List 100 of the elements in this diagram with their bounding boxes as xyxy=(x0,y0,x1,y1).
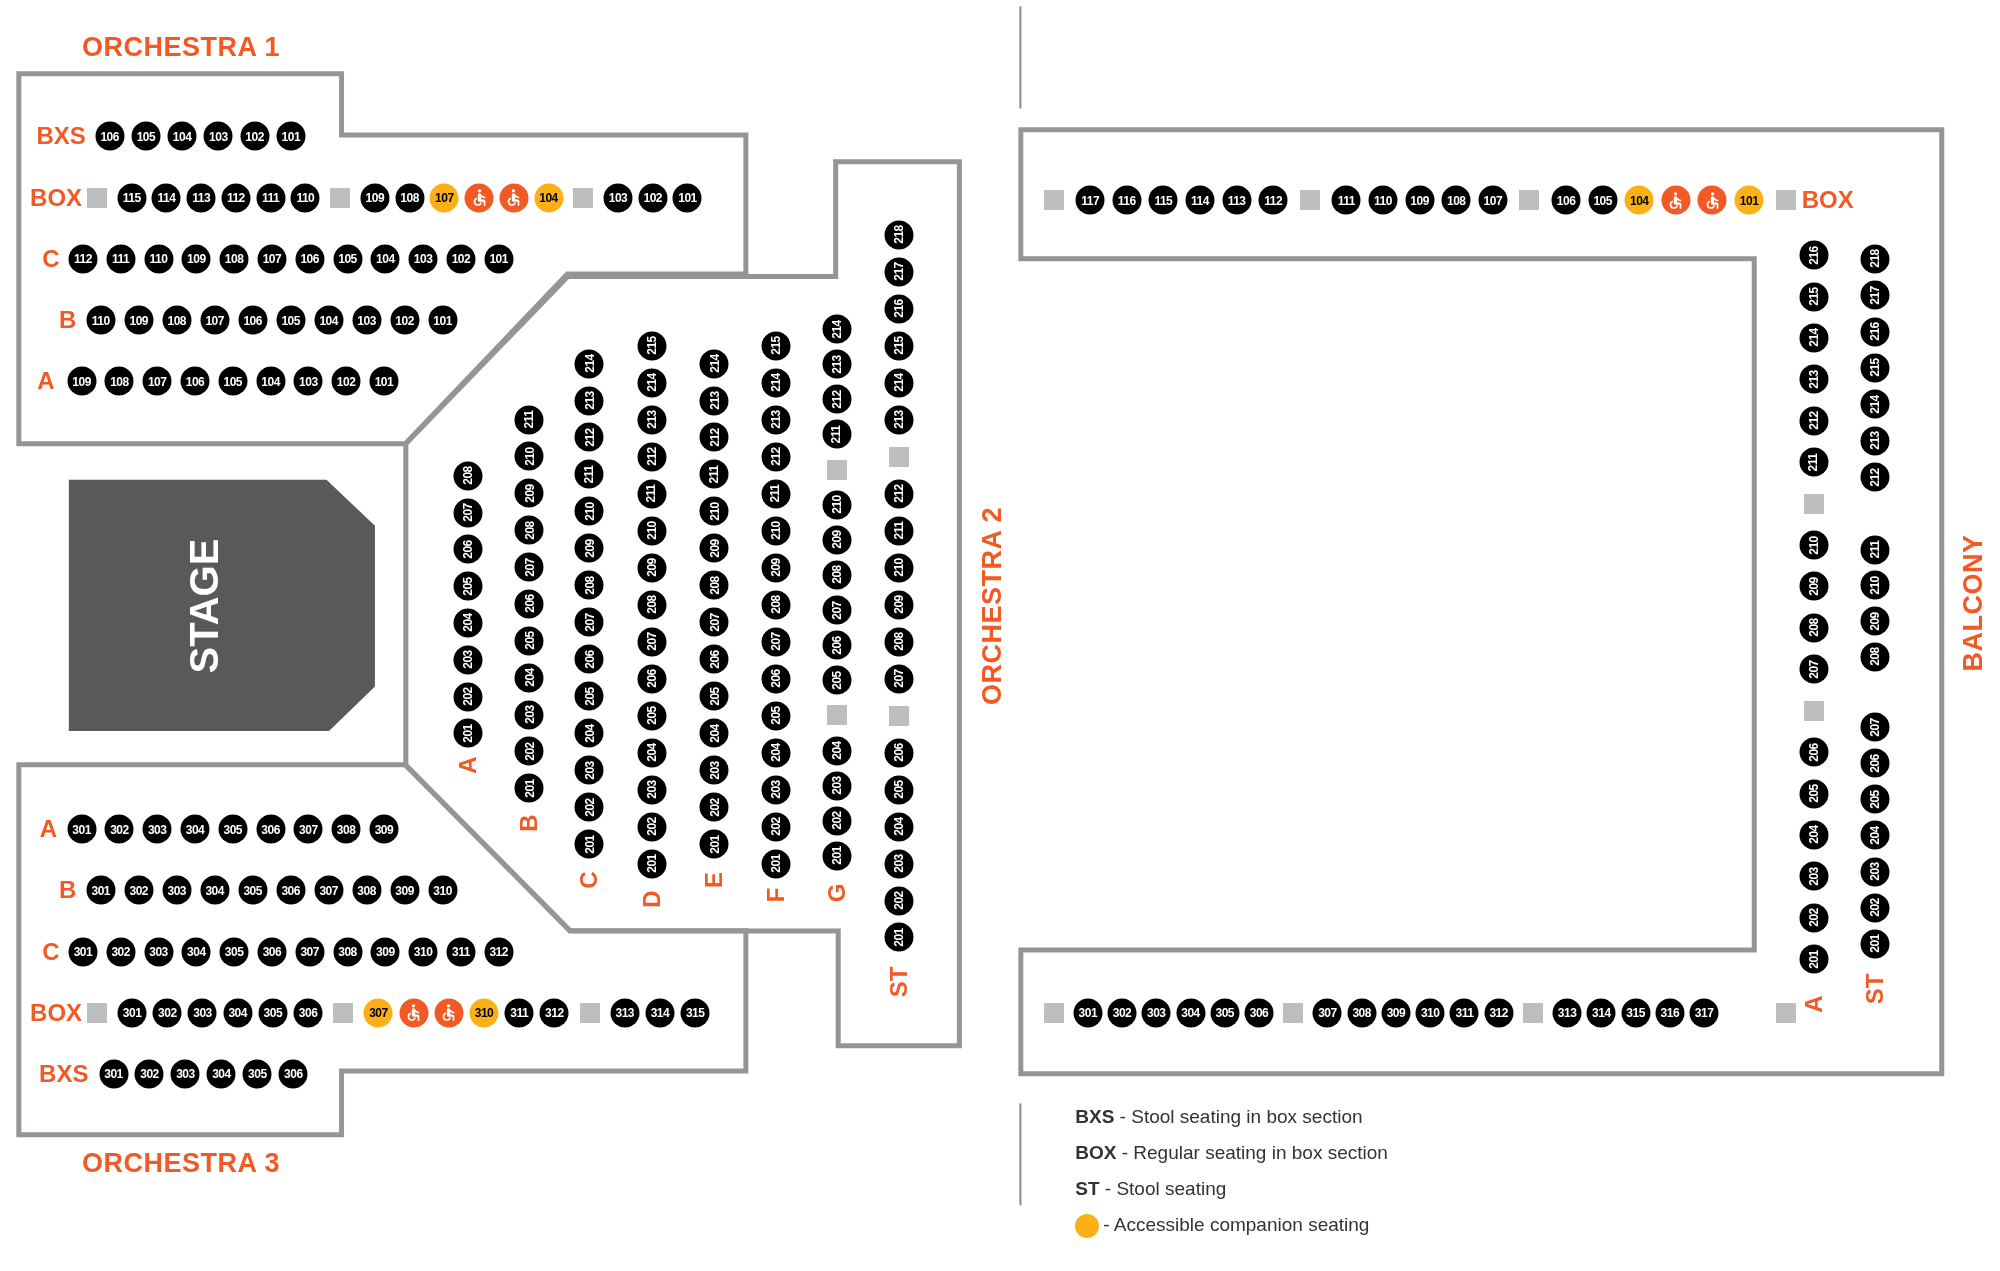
seat-marker: 105 xyxy=(333,244,362,274)
seat-marker: 109 xyxy=(360,183,390,213)
companion-seat: 310 xyxy=(469,998,499,1028)
seat-marker: 301 xyxy=(117,998,147,1028)
seat-marker: 315 xyxy=(1621,998,1651,1028)
seat-marker: 306 xyxy=(293,998,323,1028)
seat-marker: 313 xyxy=(1552,998,1582,1028)
companion-seat: 104 xyxy=(534,183,564,213)
seat-marker: 108 xyxy=(395,183,425,213)
seat-marker: 207 xyxy=(761,627,790,657)
seat-marker: 211 xyxy=(822,419,852,449)
seat-marker: 204 xyxy=(761,738,790,768)
seat-marker: 102 xyxy=(331,366,361,396)
seat-marker: 112 xyxy=(221,183,251,213)
seat-marker: 309 xyxy=(390,875,420,905)
seat-marker: 216 xyxy=(1799,240,1829,270)
companion-seat: 104 xyxy=(1624,185,1654,215)
seat-marker: 202 xyxy=(1799,903,1829,933)
seat-marker: 209 xyxy=(514,478,544,508)
seat-marker: 108 xyxy=(104,366,134,396)
seat-marker: 206 xyxy=(1860,748,1890,778)
seat-marker: 105 xyxy=(131,121,161,151)
seat-marker: 208 xyxy=(761,590,790,620)
seat-marker: 312 xyxy=(539,998,569,1028)
seat-marker: 205 xyxy=(574,681,604,711)
seat-marker: 211 xyxy=(637,479,667,509)
seat-marker: 212 xyxy=(1860,462,1890,492)
seat-marker: 112 xyxy=(1258,185,1288,215)
seat-marker: 207 xyxy=(822,595,852,625)
seat-marker: 215 xyxy=(884,331,914,361)
seat-marker: 205 xyxy=(637,701,667,731)
seat-marker: 203 xyxy=(822,771,852,801)
seat-marker: 301 xyxy=(67,814,97,844)
seat-marker: 103 xyxy=(293,366,323,396)
seat-marker: 210 xyxy=(637,516,667,546)
seat-marker: 203 xyxy=(761,775,790,805)
row-label: BOX xyxy=(30,185,83,210)
seat-marker: 303 xyxy=(188,998,217,1028)
seat-marker: 207 xyxy=(637,627,667,657)
seat-marker: 208 xyxy=(699,570,729,600)
row-label: BOX xyxy=(30,1000,83,1025)
seat-marker: 112 xyxy=(68,244,98,274)
seat-marker: 114 xyxy=(151,183,181,213)
seat-marker: 210 xyxy=(699,496,729,526)
row-label: ST xyxy=(1863,973,1887,1004)
blocked-seat xyxy=(1775,190,1796,211)
seat-marker: 317 xyxy=(1689,998,1719,1028)
seat-marker: 206 xyxy=(574,644,604,674)
seat-marker: 202 xyxy=(514,736,544,766)
seat-marker: 209 xyxy=(574,533,604,563)
section-heading: BALCONY xyxy=(1959,534,1987,672)
seat-marker: 104 xyxy=(167,121,197,151)
blocked-seat xyxy=(1803,493,1824,514)
seat-marker: 103 xyxy=(352,305,382,335)
seat-marker: 305 xyxy=(238,875,268,905)
seat-marker: 110 xyxy=(290,183,320,213)
seat-marker: 306 xyxy=(278,1059,308,1089)
seat-marker: 212 xyxy=(761,442,790,472)
seat-marker: 208 xyxy=(1860,642,1890,672)
seat-marker: 206 xyxy=(761,664,790,694)
seat-marker: 107 xyxy=(1478,185,1508,215)
seat-marker: 202 xyxy=(761,812,790,841)
blocked-seat xyxy=(1043,1002,1064,1023)
seat-marker: 201 xyxy=(514,773,544,803)
seat-marker: 217 xyxy=(1860,280,1890,310)
seat-marker: 207 xyxy=(699,607,729,637)
seat-marker: 208 xyxy=(637,590,667,620)
seat-marker: 209 xyxy=(637,553,667,583)
blocked-seat xyxy=(889,446,910,467)
blocked-seat xyxy=(1043,190,1064,211)
seat-marker: 202 xyxy=(453,682,483,712)
blocked-seat xyxy=(330,187,351,208)
seat-marker: 306 xyxy=(256,814,286,844)
seat-marker: 201 xyxy=(884,923,914,952)
row-label: E xyxy=(702,872,727,889)
seat-marker: 301 xyxy=(1073,998,1103,1028)
seat-marker: 304 xyxy=(180,814,210,844)
seat-marker: 214 xyxy=(1860,389,1890,419)
seat-marker: 211 xyxy=(761,479,790,509)
seat-marker: 203 xyxy=(884,849,914,878)
section-heading: ORCHESTRA 1 xyxy=(82,33,281,61)
seat-marker: 305 xyxy=(1210,998,1240,1028)
seat-marker: 202 xyxy=(574,792,604,822)
section-heading: ORCHESTRA 3 xyxy=(82,1149,281,1177)
seat-marker: 106 xyxy=(95,121,125,151)
seat-marker: 212 xyxy=(574,423,604,452)
row-label: B xyxy=(58,308,77,333)
seat-marker: 312 xyxy=(1484,998,1514,1028)
seat-marker: 214 xyxy=(1799,323,1829,353)
blocked-seat xyxy=(1775,1002,1796,1023)
seat-marker: 101 xyxy=(428,305,458,335)
seat-marker: 315 xyxy=(680,998,710,1028)
seat-marker: 102 xyxy=(240,121,270,151)
seat-marker: 209 xyxy=(822,525,852,555)
seat-marker: 304 xyxy=(206,1059,236,1089)
seat-marker: 310 xyxy=(428,875,458,905)
row-label: B xyxy=(58,878,77,903)
seat-marker: 107 xyxy=(142,366,172,396)
seat-marker: 204 xyxy=(884,812,914,841)
seat-marker: 203 xyxy=(1860,857,1890,887)
